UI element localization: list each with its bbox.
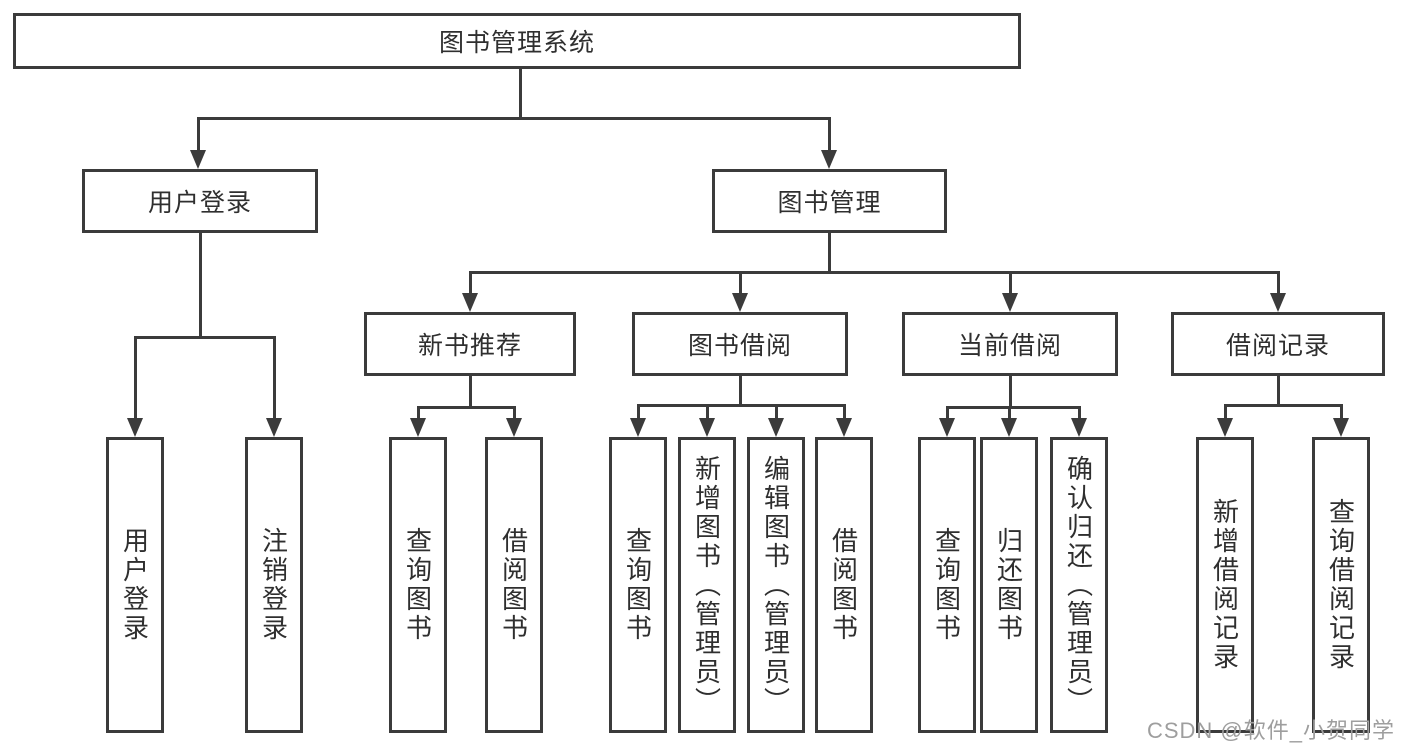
arrowhead-down-icon: [506, 418, 522, 437]
connector-line: [1277, 376, 1280, 407]
connector-line: [775, 404, 778, 420]
arrowhead-down-icon: [939, 418, 955, 437]
node-borrowing-records: 借阅记录: [1171, 312, 1385, 376]
arrowhead-down-icon: [699, 418, 715, 437]
leaf-query-books-current: 查询图书: [918, 437, 976, 733]
connector-line: [1078, 406, 1081, 420]
leaf-user-login: 用户登录: [106, 437, 164, 733]
connector-line: [513, 406, 516, 420]
arrowhead-down-icon: [821, 150, 837, 169]
leaf-query-books-recommend: 查询图书: [389, 437, 447, 733]
connector-line: [417, 406, 516, 409]
connector-line: [134, 336, 137, 420]
connector-line: [739, 376, 742, 407]
arrowhead-down-icon: [1217, 418, 1233, 437]
node-book-borrowing: 图书借阅: [632, 312, 848, 376]
arrowhead-down-icon: [1333, 418, 1349, 437]
connector-line: [469, 271, 1280, 274]
connector-line: [134, 336, 276, 339]
leaf-query-borrow-record: 查询借阅记录: [1312, 437, 1370, 733]
leaf-confirm-return-admin: 确认归还（管理员）: [1050, 437, 1108, 733]
node-label: 图书管理: [777, 189, 882, 217]
connector-line: [417, 406, 420, 420]
connector-line: [469, 376, 472, 409]
node-new-book-recommendation: 新书推荐: [364, 312, 576, 376]
connector-line: [519, 69, 522, 120]
leaf-query-books-borrowing: 查询图书: [609, 437, 667, 733]
connector-line: [1277, 271, 1280, 295]
connector-line: [828, 233, 831, 274]
node-label: 查询图书: [931, 527, 962, 643]
connector-line: [706, 404, 709, 420]
connector-line: [1009, 376, 1012, 409]
node-label: 新增借阅记录: [1209, 498, 1240, 672]
node-label: 归还图书: [993, 527, 1024, 643]
leaf-add-borrow-record: 新增借阅记录: [1196, 437, 1254, 733]
node-label: 借阅记录: [1225, 332, 1330, 360]
node-label: 用户登录: [119, 527, 150, 643]
arrowhead-down-icon: [410, 418, 426, 437]
connector-line: [197, 117, 200, 151]
node-label: 用户登录: [147, 189, 252, 217]
leaf-borrow-books-recommend: 借阅图书: [485, 437, 543, 733]
connector-line: [1008, 406, 1011, 420]
connector-line: [197, 117, 831, 120]
node-label: 新增图书（管理员）: [691, 454, 722, 716]
leaf-edit-book-admin: 编辑图书（管理员）: [747, 437, 805, 733]
node-label: 借阅图书: [828, 527, 859, 643]
node-label: 注销登录: [258, 527, 289, 643]
connector-line: [739, 271, 742, 295]
arrowhead-down-icon: [1001, 418, 1017, 437]
arrowhead-down-icon: [190, 150, 206, 169]
connector-line: [1340, 404, 1343, 420]
connector-line: [273, 336, 276, 420]
node-label: 查询图书: [402, 527, 433, 643]
connector-line: [828, 117, 831, 151]
node-book-management: 图书管理: [712, 169, 947, 233]
arrowhead-down-icon: [127, 418, 143, 437]
node-label: 当前借阅: [957, 332, 1062, 360]
leaf-logout: 注销登录: [245, 437, 303, 733]
csdn-watermark: CSDN @软件_小贺同学: [1146, 718, 1395, 743]
node-label: 新书推荐: [417, 332, 522, 360]
connector-line: [946, 406, 1081, 409]
connector-line: [637, 404, 640, 420]
arrowhead-down-icon: [1270, 293, 1286, 312]
arrowhead-down-icon: [462, 293, 478, 312]
connector-line: [637, 404, 846, 407]
connector-line: [946, 406, 949, 420]
arrowhead-down-icon: [732, 293, 748, 312]
leaf-borrow-books-borrowing: 借阅图书: [815, 437, 873, 733]
connector-line: [469, 271, 472, 295]
arrowhead-down-icon: [836, 418, 852, 437]
node-label: 查询图书: [622, 527, 653, 643]
leaf-add-book-admin: 新增图书（管理员）: [678, 437, 736, 733]
connector-line: [199, 233, 202, 339]
node-label: 确认归还（管理员）: [1063, 454, 1094, 716]
leaf-return-book: 归还图书: [980, 437, 1038, 733]
connector-line: [843, 404, 846, 420]
node-label: 图书借阅: [687, 332, 792, 360]
connector-line: [1224, 404, 1343, 407]
arrowhead-down-icon: [768, 418, 784, 437]
node-label: 编辑图书（管理员）: [760, 454, 791, 716]
node-label: 图书管理系统: [438, 29, 595, 57]
node-current-borrowing: 当前借阅: [902, 312, 1118, 376]
node-label: 查询借阅记录: [1325, 498, 1356, 672]
connector-line: [1224, 404, 1227, 420]
arrowhead-down-icon: [630, 418, 646, 437]
connector-line: [1009, 271, 1012, 295]
arrowhead-down-icon: [266, 418, 282, 437]
arrowhead-down-icon: [1071, 418, 1087, 437]
node-library-management-system: 图书管理系统: [13, 13, 1021, 69]
arrowhead-down-icon: [1002, 293, 1018, 312]
node-label: 借阅图书: [498, 527, 529, 643]
node-user-login: 用户登录: [82, 169, 318, 233]
